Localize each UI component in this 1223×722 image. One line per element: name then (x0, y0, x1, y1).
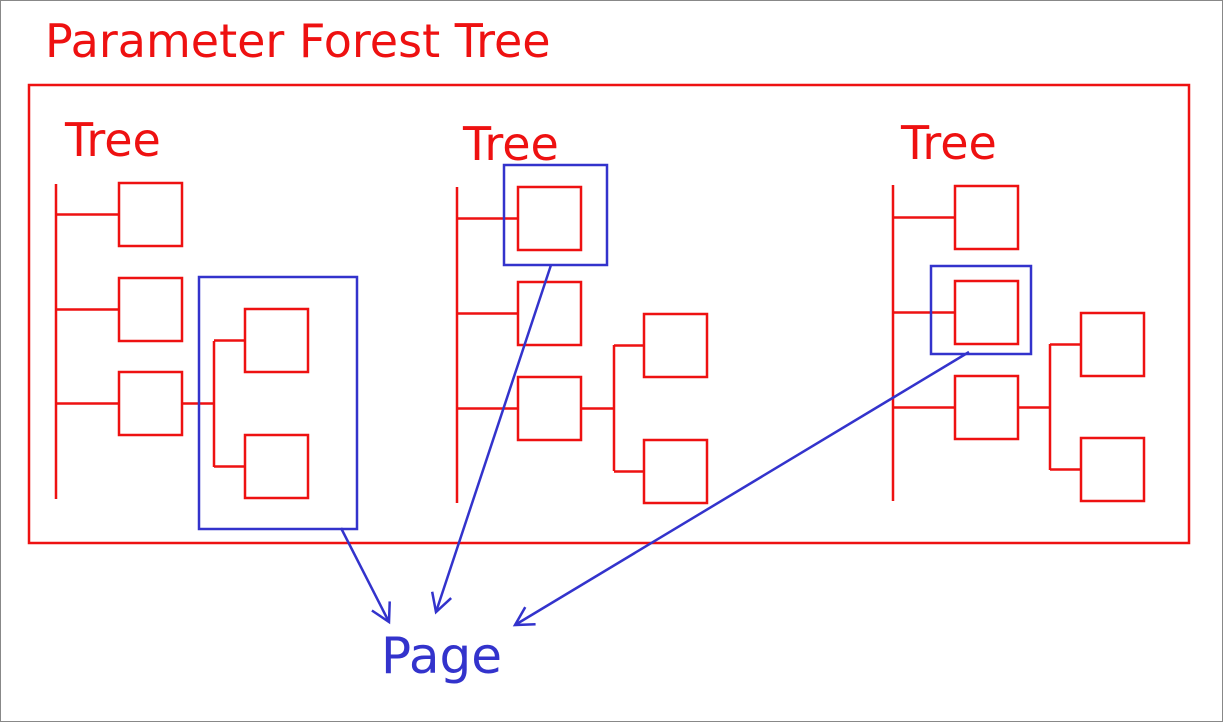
page-selection-box-1 (197, 275, 359, 531)
tree-3 (891, 184, 1146, 503)
diagram-title: Parameter Forest Tree (45, 14, 551, 68)
tree-label-3: Tree (901, 116, 997, 170)
forest-container (27, 83, 1191, 545)
tree-node (516, 185, 583, 252)
page-label: Page (381, 627, 503, 685)
tree-node (117, 276, 184, 343)
subtree-node (243, 433, 310, 500)
page-arrow-1 (339, 527, 391, 625)
tree-node (953, 279, 1020, 346)
page-layer (197, 163, 1033, 627)
tree-node (953, 374, 1020, 441)
page-arrow-2 (430, 264, 553, 615)
subtree-node (642, 438, 709, 505)
tree-node (516, 280, 583, 347)
page-selection-box-2 (502, 163, 609, 267)
page-selection-box-3 (929, 264, 1033, 356)
subtree-node (642, 312, 709, 379)
subtree-node (1079, 436, 1146, 503)
subtree-node (243, 307, 310, 374)
subtree-node (1079, 311, 1146, 378)
tree-label-1: Tree (65, 113, 161, 167)
tree-node (516, 375, 583, 442)
tree-node (117, 181, 184, 248)
tree-label-2: Tree (463, 117, 559, 171)
tree-node (953, 184, 1020, 251)
tree-1 (54, 181, 310, 500)
tree-node (117, 370, 184, 437)
page-arrow-3 (512, 350, 970, 627)
tree-2 (455, 185, 709, 505)
forest-layer (27, 83, 1191, 545)
